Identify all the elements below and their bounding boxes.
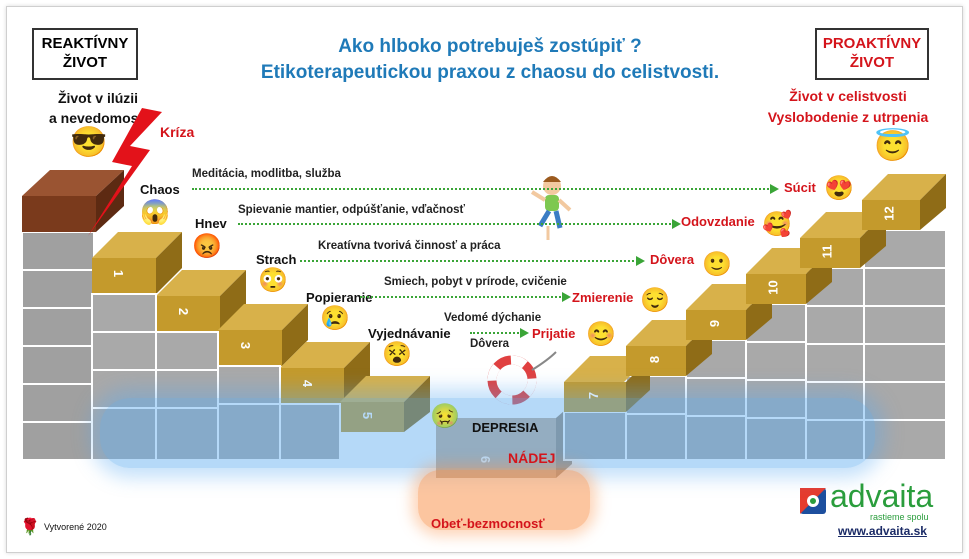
victim-fire-glow	[418, 470, 590, 530]
step-number-8: 8	[647, 355, 663, 364]
advaita-logo-mark	[800, 488, 826, 514]
scream-emoji-icon: 😱	[140, 199, 170, 226]
advaita-logo-text: advaita	[830, 478, 934, 514]
ascending-gold-steps	[564, 174, 946, 412]
right-caption: Život v celistvosti Vyslobodenie z utrpe…	[748, 86, 948, 128]
label-sucit: Súcit	[784, 180, 816, 195]
depression-water-glow	[100, 398, 875, 468]
dizzy-emoji-icon: 😵	[382, 341, 412, 368]
practice-3-text: Kreatívna tvorivá činnosť a práca	[318, 240, 501, 252]
proactive-life-line2: ŽIVOT	[849, 54, 895, 71]
label-popieranie: Popieranie	[306, 290, 373, 305]
label-odovzdanie: Odovzdanie	[681, 214, 755, 229]
practice-4-text: Smiech, pobyt v prírode, cvičenie	[384, 276, 567, 288]
practice-1-text: Meditácia, modlitba, služba	[192, 168, 341, 180]
title-line-2: Etikoterapeutickou praxou z chaosu do ce…	[260, 62, 720, 83]
label-zmierenie: Zmierenie	[572, 290, 634, 305]
practice-5-line2: Dôvera	[470, 338, 509, 350]
reactive-life-line2: ŽIVOT	[62, 54, 108, 71]
cry-emoji-icon: 😢	[320, 305, 350, 332]
step-number-4: 4	[300, 379, 316, 388]
advaita-url-link[interactable]: www.advaita.sk	[838, 524, 927, 538]
proactive-life-box: PROAKTÍVNY ŽIVOT	[815, 28, 929, 80]
practice-2-text: Spievanie mantier, odpúšťanie, vďačnosť	[238, 204, 465, 216]
sick-emoji-icon: 🤢	[430, 403, 460, 430]
practice-2-arrow	[238, 219, 681, 229]
heart-eyes-emoji-icon: 😍	[824, 175, 854, 202]
step-number-10: 10	[765, 280, 781, 295]
reactive-life-box: REAKTÍVNY ŽIVOT	[32, 28, 138, 80]
label-hnev: Hnev	[195, 216, 227, 231]
step-number-9: 9	[707, 319, 723, 328]
smile-emoji-icon: 😊	[586, 321, 616, 348]
title-line-1: Ako hlboko potrebuješ zostúpiť ?	[338, 36, 642, 57]
practice-3-arrow	[300, 256, 645, 266]
label-vyjednavanie: Vyjednávanie	[368, 326, 451, 341]
step-number-11: 11	[819, 244, 835, 259]
step-number-2: 2	[176, 307, 192, 316]
depresia-label: DEPRESIA	[472, 420, 539, 435]
nadej-label: NÁDEJ	[508, 450, 556, 466]
step-number-12: 12	[881, 206, 897, 221]
step-number-3: 3	[238, 341, 254, 350]
label-prijatie: Prijatie	[532, 326, 576, 341]
label-strach: Strach	[256, 252, 297, 267]
step-number-1: 1	[111, 269, 127, 278]
left-caption-line2: a nevedomosti	[48, 110, 148, 126]
rose-icon: 🌹	[20, 519, 40, 536]
obet-label: Obeť-bezmocnosť	[431, 516, 545, 531]
climbing-child-icon	[530, 176, 572, 240]
hearts-emoji-icon: 🥰	[762, 211, 792, 238]
halo-emoji-icon: 😇	[874, 130, 912, 163]
label-dovera: Dôvera	[650, 252, 695, 267]
right-caption-line1: Život v celistvosti	[789, 88, 907, 104]
left-gray-wall	[21, 231, 95, 461]
brown-top-block	[22, 170, 124, 232]
left-caption: Život v ilúzii a nevedomosti	[38, 88, 158, 128]
descending-gray-blocks	[91, 293, 341, 461]
practice-5-arrow	[470, 328, 529, 338]
descending-gold-steps	[92, 232, 430, 432]
kriza-label: Kríza	[160, 124, 195, 140]
practice-5-line1: Vedomé dýchanie	[444, 312, 542, 324]
lifebuoy-icon	[487, 351, 557, 405]
right-caption-line2: Vyslobodenie z utrpenia	[767, 109, 929, 125]
practice-4-arrow	[360, 292, 571, 302]
advaita-tagline: rastieme spolu	[870, 512, 929, 522]
left-caption-line1: Život v ilúzii	[57, 90, 139, 106]
proactive-life-line1: PROAKTÍVNY	[822, 35, 922, 52]
angry-emoji-icon: 😡	[192, 233, 222, 260]
label-chaos: Chaos	[140, 182, 180, 197]
flushed-emoji-icon: 😳	[258, 267, 288, 294]
relieved-emoji-icon: 😌	[640, 287, 670, 314]
created-year-label: Vytvorené 2020	[44, 522, 107, 532]
practice-1-arrow	[192, 184, 779, 194]
reactive-life-line1: REAKTÍVNY	[41, 35, 129, 52]
slight-smile-emoji-icon: 🙂	[702, 251, 732, 278]
sunglasses-emoji-icon: 😎	[70, 126, 108, 159]
